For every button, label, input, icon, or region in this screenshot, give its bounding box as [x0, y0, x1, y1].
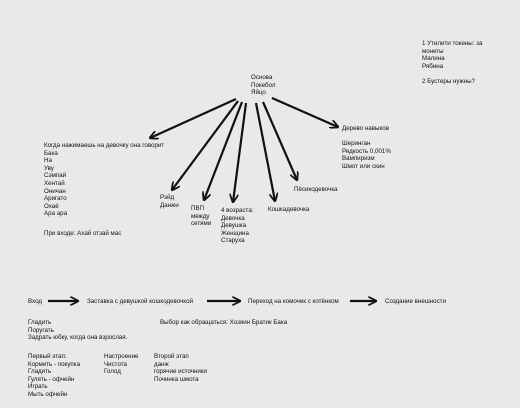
notes-block: 1 Утилити токены: за монеты Малина Рябин…	[422, 40, 483, 85]
actions-list: Гладить Поругать Задрать юбку, когда она…	[28, 319, 128, 342]
skilltree-items: Шеринган Редкость 0,001% Вампиризм Шмот …	[342, 140, 391, 170]
arrow-to-catgirl	[254, 102, 275, 201]
arrow-to-skilltree	[271, 96, 338, 127]
arrow-to-doggirl	[261, 101, 297, 180]
flow-step-intro: Заставка с девушкой кошкодевочкой	[87, 298, 193, 305]
on-enter-text: При входе: Ахай отзай мас	[44, 230, 122, 237]
skilltree-title: Дерево навыков	[342, 125, 389, 132]
flow-step-appearance: Создание внешности	[385, 298, 446, 305]
flow-step-kitten: Переход на комочек с котёнком	[248, 298, 339, 305]
raid-node: Рэйд Данжи	[160, 194, 179, 209]
ages-node: 4 возраста: Девочка Девушка Женщина Стар…	[221, 207, 254, 245]
root-node: Основа Покебол Яйцо	[251, 74, 276, 97]
pvp-node: ПВП между сетями	[191, 205, 212, 228]
arrow-to-ages	[233, 102, 248, 202]
mood-list: Настроение Чистота Голод	[104, 353, 139, 376]
stage2-list: Второй этап данж горячие источники Почин…	[154, 353, 208, 383]
stage1-list: Первый этап: Кормить - покупка Гладить Г…	[28, 353, 81, 398]
girl-talk-node: Когда нажимаешь на девочку она говорит Б…	[44, 142, 165, 218]
doggirl-node: Пёсикодевочка	[294, 186, 338, 193]
arrow-to-raid	[172, 100, 239, 190]
arrow-to-pvp	[204, 101, 244, 200]
flow-step-enter: Вход	[28, 298, 42, 305]
arrow-to-girl-talk	[150, 97, 237, 138]
catgirl-node: Кошкадевочка	[268, 206, 310, 213]
address-choice: Выбор как обращаться: Хозяин Братик Бака	[160, 319, 288, 326]
